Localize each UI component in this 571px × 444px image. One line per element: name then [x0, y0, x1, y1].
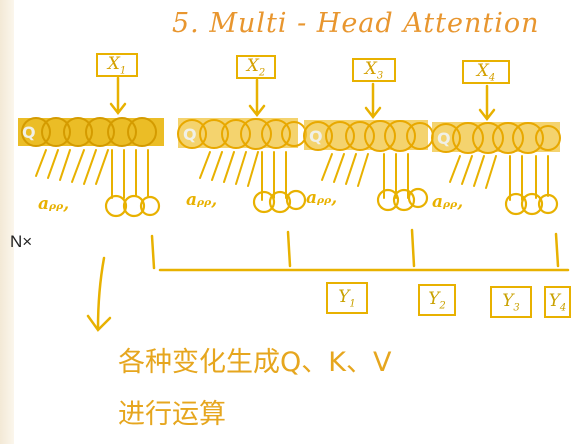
qkv-label-3: Q — [309, 127, 323, 146]
output-y2: Y2 — [418, 284, 456, 316]
input-x4: X4 — [462, 60, 510, 84]
input-x4-base: X — [476, 61, 489, 81]
output-y2-base: Y — [428, 289, 440, 309]
note-line-2: 进行运算 — [118, 399, 226, 430]
arrow-x4-icon — [478, 84, 496, 122]
output-y2-sub: 2 — [439, 300, 446, 312]
qkv-band-1-icon — [18, 117, 164, 147]
note-line-1: 各种变化生成Q、K、V — [118, 347, 392, 378]
output-y4: Y4 — [544, 286, 571, 318]
output-y1: Y1 — [326, 282, 368, 314]
input-x1-sub: 1 — [119, 65, 127, 77]
qkv-label-4: Q — [437, 129, 451, 148]
output-y3-base: Y — [502, 291, 514, 311]
alpha-label-1: aᵨᵨ, — [38, 194, 70, 214]
input-x3-sub: 3 — [376, 70, 384, 82]
output-bus-icon — [150, 228, 570, 272]
arrow-x2-icon — [248, 78, 266, 118]
alpha-label-3: aᵨᵨ, — [306, 188, 338, 208]
arrow-x3-icon — [364, 82, 382, 120]
connection-hatching-icon — [35, 149, 549, 201]
input-x4-sub: 4 — [488, 72, 496, 84]
repeat-down-arrow-icon — [86, 256, 112, 332]
output-y3: Y3 — [490, 286, 532, 318]
input-x3-base: X — [364, 59, 377, 79]
alpha-circles-icon — [104, 187, 559, 218]
output-y1-sub: 1 — [349, 298, 356, 310]
input-x3: X3 — [352, 58, 396, 82]
qkv-band-4-icon — [431, 122, 561, 154]
input-x2-sub: 2 — [258, 67, 266, 79]
output-y3-sub: 3 — [513, 302, 520, 314]
output-y1-base: Y — [338, 287, 350, 307]
qkv-band-3-icon — [303, 120, 434, 152]
qkv-label-1: Q — [22, 123, 36, 142]
paper-edge — [0, 0, 14, 444]
qkv-band-2-icon — [177, 118, 307, 150]
qkv-label-2: Q — [183, 125, 197, 144]
output-y4-base: Y — [548, 291, 560, 311]
input-x1: X1 — [96, 53, 138, 77]
alpha-label-4: aᵨᵨ, — [432, 192, 464, 212]
input-x1-base: X — [107, 54, 120, 74]
diagram-title: 5. Multi - Head Attention — [172, 8, 540, 39]
alpha-label-2: aᵨᵨ, — [186, 190, 218, 210]
input-x2: X2 — [236, 55, 276, 79]
input-x2-base: X — [246, 56, 259, 76]
output-y4-sub: 4 — [559, 302, 567, 314]
layer-repeat-label: N× — [10, 232, 33, 251]
arrow-x1-icon — [109, 76, 127, 116]
